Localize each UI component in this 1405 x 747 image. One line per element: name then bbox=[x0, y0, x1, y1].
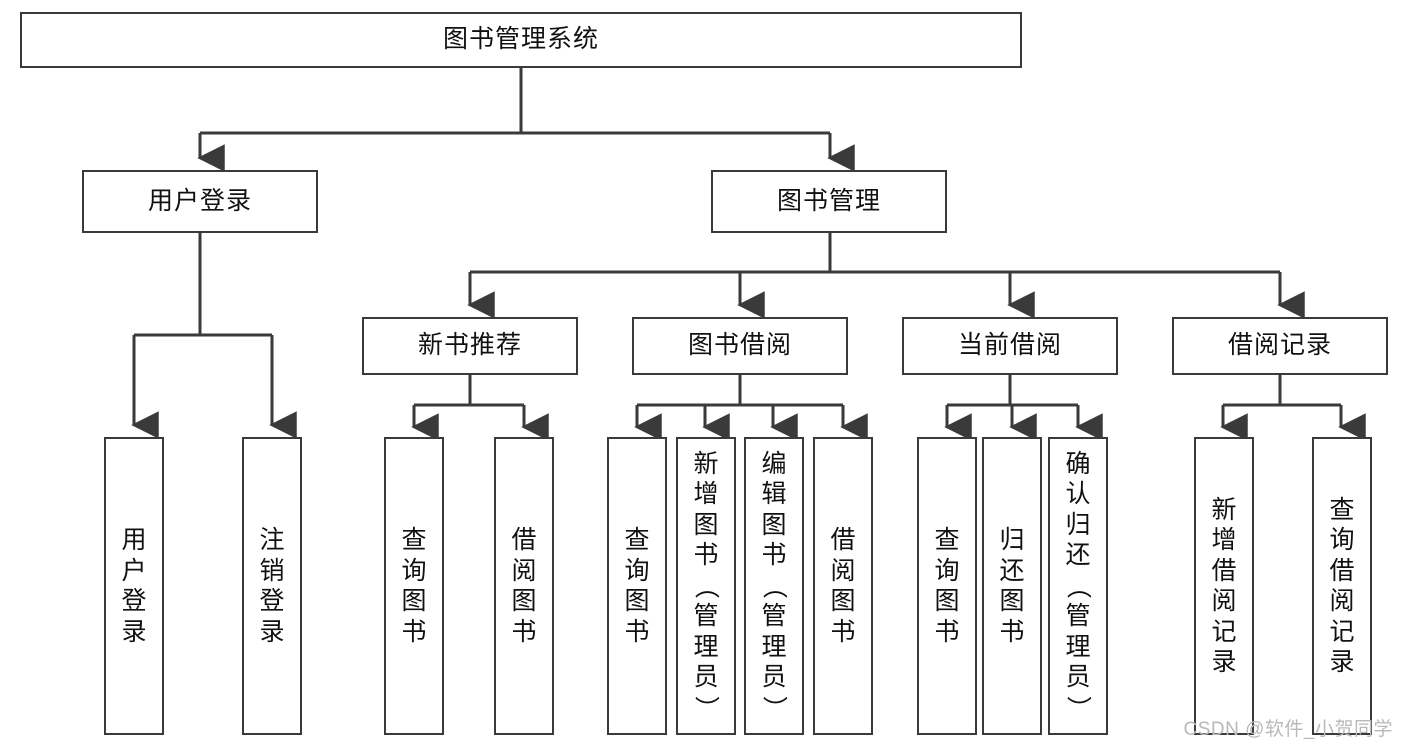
leaf-label: 新增借阅记录 bbox=[1211, 495, 1237, 677]
node-book-borrow[interactable]: 图书借阅 bbox=[632, 317, 848, 375]
node-label: 当前借阅 bbox=[957, 331, 1062, 360]
node-label: 新书推荐 bbox=[417, 331, 522, 360]
node-new-book-recommend[interactable]: 新书推荐 bbox=[362, 317, 578, 375]
node-label: 用户登录 bbox=[147, 186, 252, 215]
leaf-label: 查询图书 bbox=[624, 526, 650, 646]
leaf-label: 借阅图书 bbox=[511, 526, 537, 646]
leaf-query-borrow-record[interactable]: 查询借阅记录 bbox=[1312, 437, 1372, 735]
leaf-label: 确认归还（管理员） bbox=[1064, 449, 1093, 721]
leaf-label: 查询借阅记录 bbox=[1329, 495, 1355, 677]
leaf-edit-book-admin[interactable]: 编辑图书（管理员） bbox=[744, 437, 804, 735]
node-label: 图书借阅 bbox=[687, 331, 792, 360]
leaf-query-book-borrow[interactable]: 查询图书 bbox=[607, 437, 667, 735]
node-borrow-record[interactable]: 借阅记录 bbox=[1172, 317, 1388, 375]
leaf-user-login[interactable]: 用户登录 bbox=[104, 437, 164, 735]
leaf-confirm-return-admin[interactable]: 确认归还（管理员） bbox=[1048, 437, 1108, 735]
node-book-management[interactable]: 图书管理 bbox=[711, 170, 947, 233]
leaf-label: 注销登录 bbox=[259, 526, 285, 646]
leaf-label: 新增图书（管理员） bbox=[692, 449, 721, 721]
node-label: 图书管理系统 bbox=[442, 25, 599, 54]
leaf-logout[interactable]: 注销登录 bbox=[242, 437, 302, 735]
leaf-label: 查询图书 bbox=[401, 526, 427, 646]
node-root-system[interactable]: 图书管理系统 bbox=[20, 12, 1022, 68]
watermark-text: CSDN @软件_小贺同学 bbox=[1183, 719, 1393, 740]
leaf-return-book[interactable]: 归还图书 bbox=[982, 437, 1042, 735]
leaf-label: 查询图书 bbox=[934, 526, 960, 646]
leaf-borrow-book-new[interactable]: 借阅图书 bbox=[494, 437, 554, 735]
leaf-query-book-new[interactable]: 查询图书 bbox=[384, 437, 444, 735]
leaf-label: 归还图书 bbox=[999, 526, 1025, 646]
node-label: 借阅记录 bbox=[1227, 331, 1332, 360]
node-current-borrow[interactable]: 当前借阅 bbox=[902, 317, 1118, 375]
leaf-query-book-current[interactable]: 查询图书 bbox=[917, 437, 977, 735]
node-user-login[interactable]: 用户登录 bbox=[82, 170, 318, 233]
leaf-label: 借阅图书 bbox=[830, 526, 856, 646]
leaf-add-borrow-record[interactable]: 新增借阅记录 bbox=[1194, 437, 1254, 735]
leaf-label: 用户登录 bbox=[121, 526, 147, 646]
leaf-borrow-book[interactable]: 借阅图书 bbox=[813, 437, 873, 735]
leaf-label: 编辑图书（管理员） bbox=[760, 449, 789, 721]
node-label: 图书管理 bbox=[776, 186, 881, 215]
leaf-add-book-admin[interactable]: 新增图书（管理员） bbox=[676, 437, 736, 735]
